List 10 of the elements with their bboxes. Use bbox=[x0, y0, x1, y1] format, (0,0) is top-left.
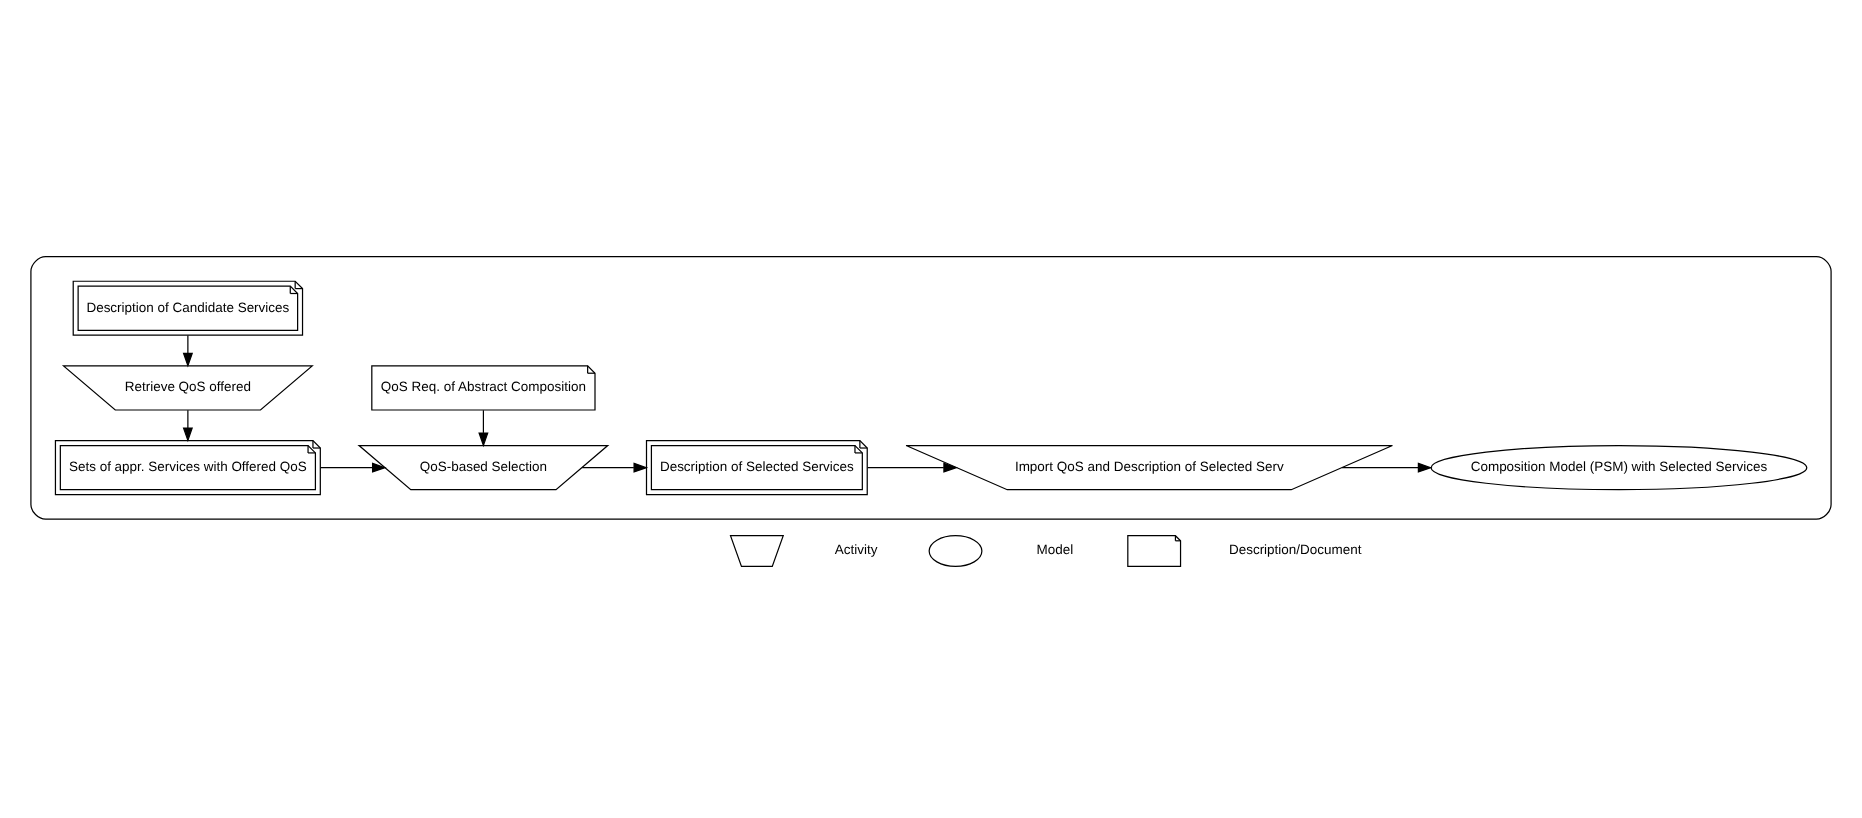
arrow bbox=[478, 408, 489, 447]
node-ellipse bbox=[928, 534, 983, 566]
arrow bbox=[182, 334, 194, 367]
arrow bbox=[867, 461, 959, 472]
arrow bbox=[1341, 461, 1433, 472]
arrow bbox=[182, 408, 194, 442]
cluster bbox=[30, 255, 1832, 519]
arrow bbox=[320, 461, 387, 472]
arrow bbox=[581, 461, 649, 472]
node-trapezoid bbox=[729, 534, 785, 566]
